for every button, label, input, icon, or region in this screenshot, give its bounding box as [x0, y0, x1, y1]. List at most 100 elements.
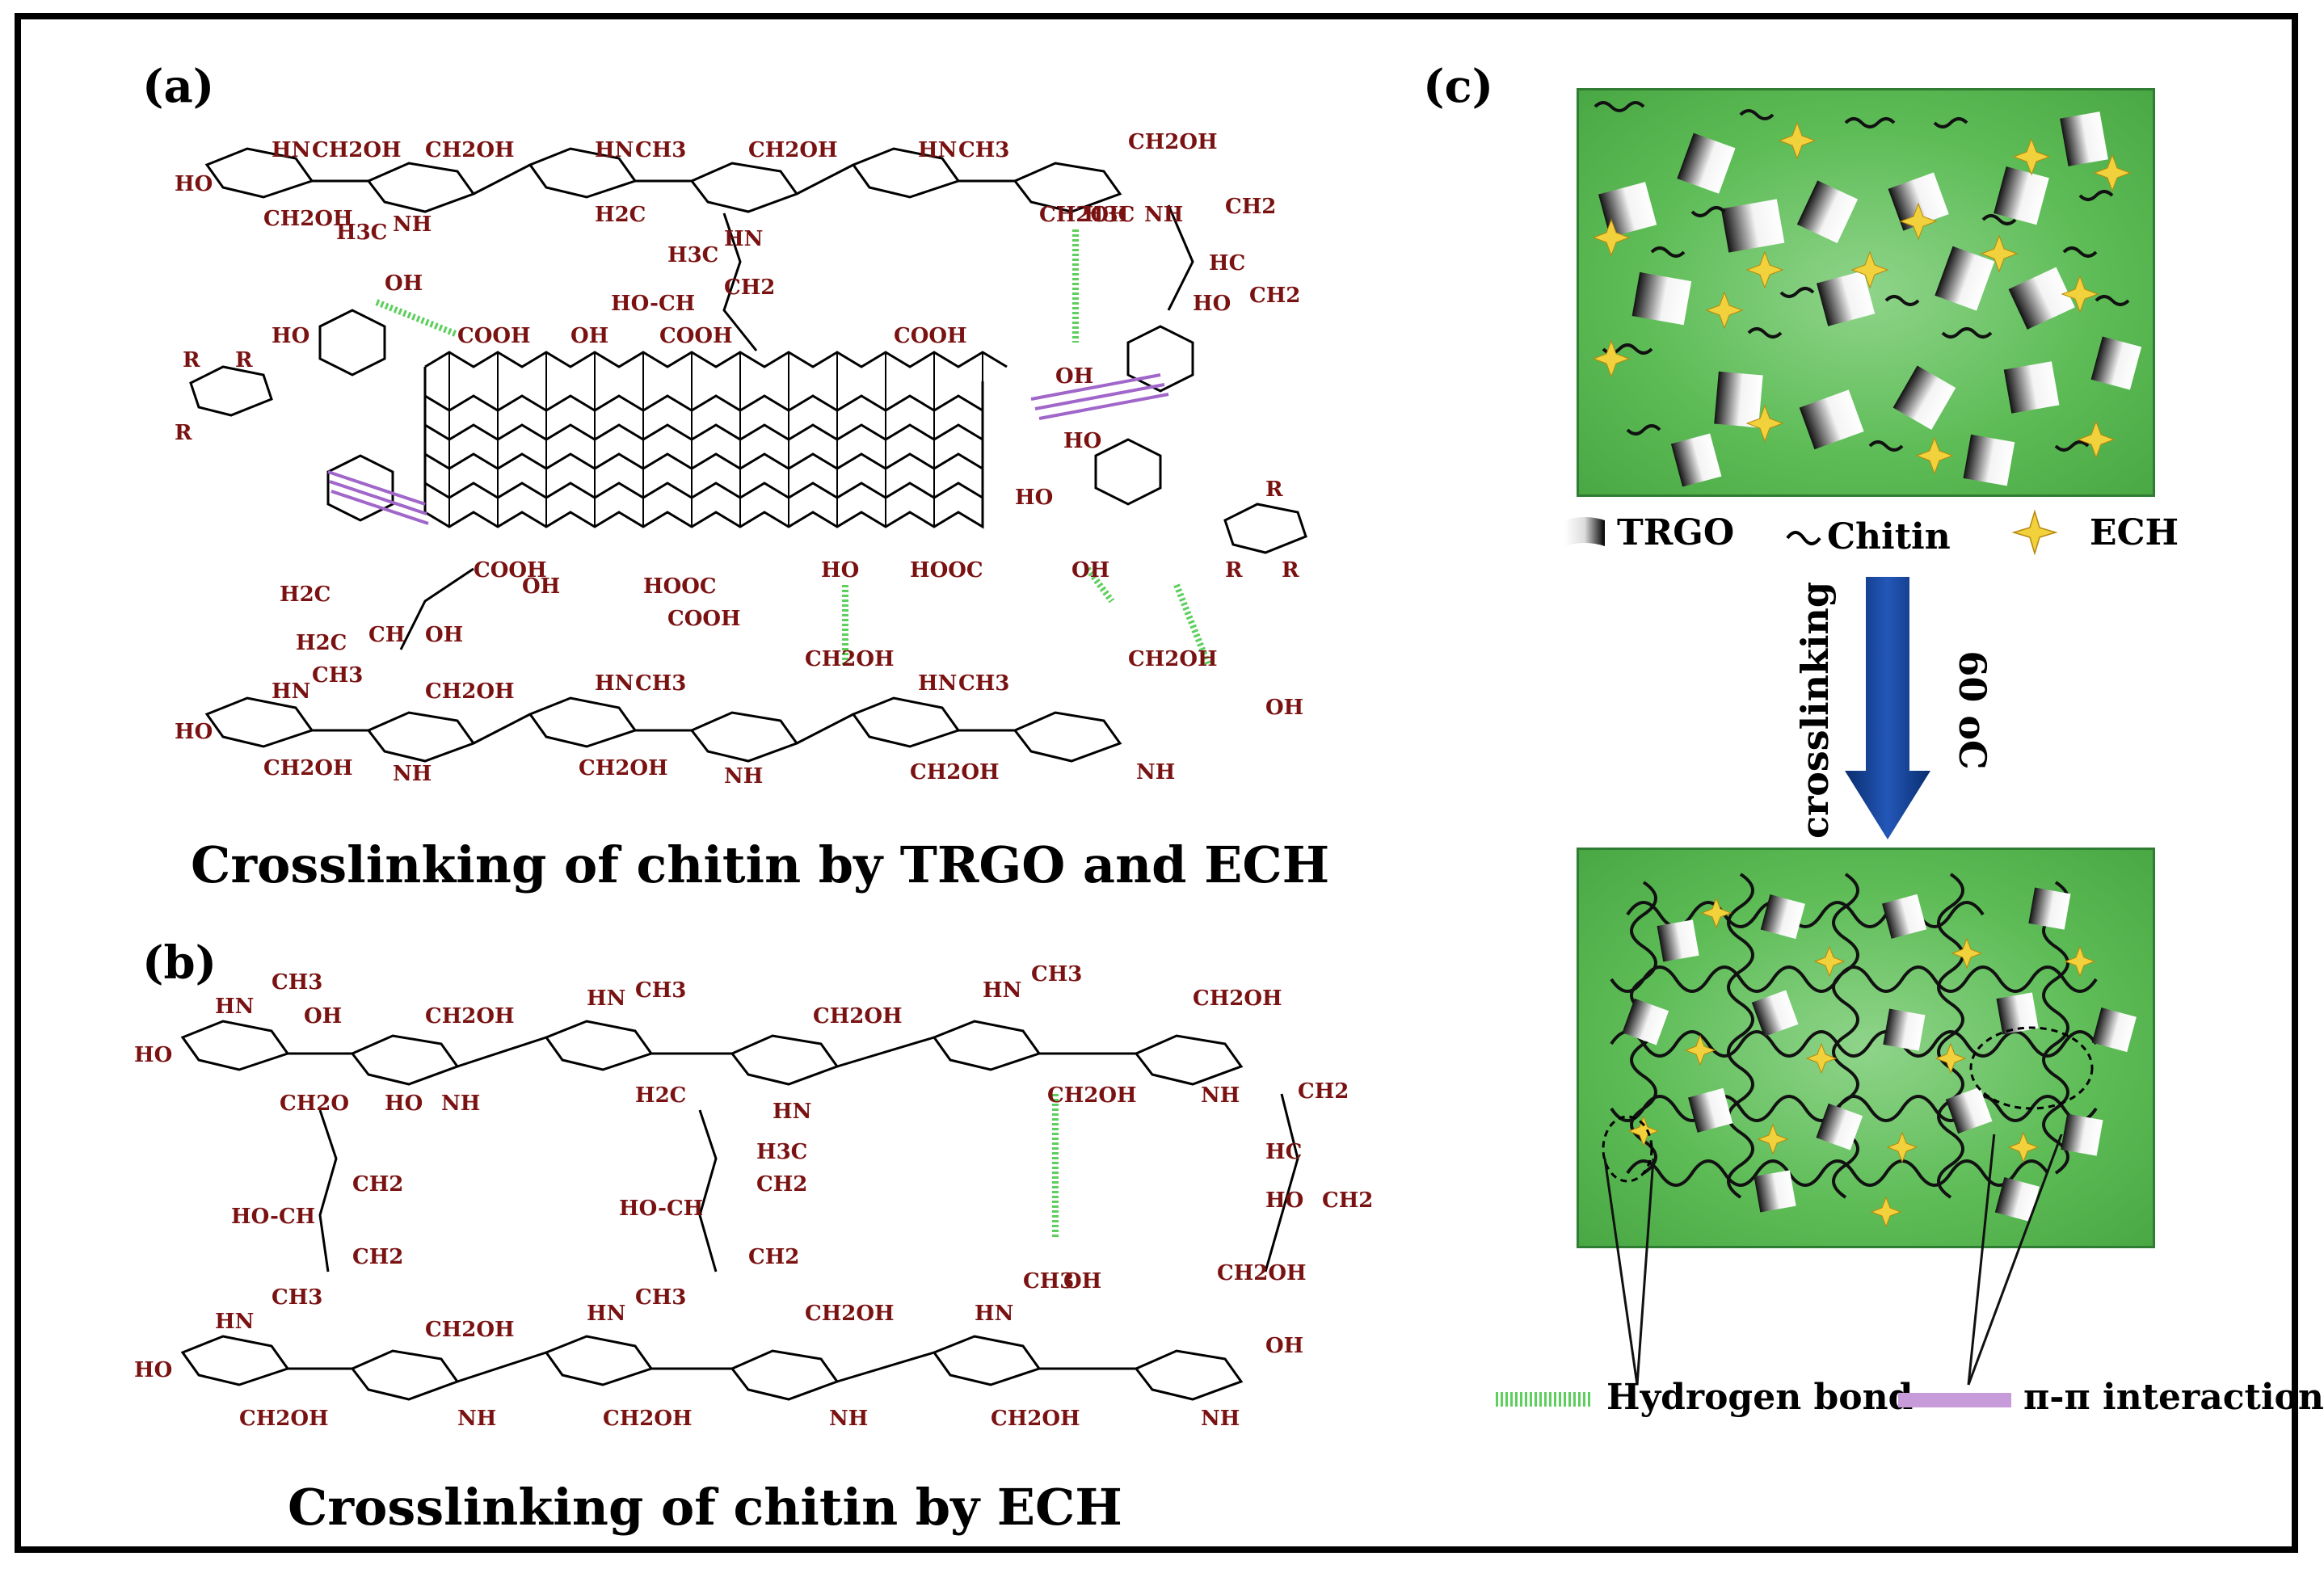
chem-label: H3C [756, 1140, 807, 1164]
chem-label: COOH [659, 324, 733, 348]
chem-label: HOOC [643, 574, 717, 599]
dispersed-state-illustration [1592, 101, 2142, 487]
chem-label: OH [385, 271, 423, 296]
chem-label: CH3 [635, 138, 686, 162]
chem-label: NH [441, 1092, 480, 1116]
chem-label: HO [134, 1358, 172, 1382]
chitin-legend-icon [1786, 531, 1821, 545]
figure-frame: (a) (b) (c) [15, 13, 2324, 1553]
legend-pointer-lines [1603, 1134, 2063, 1386]
ring-top-4 [689, 162, 799, 213]
chem-label: H2C [595, 203, 646, 227]
chem-label: HO [134, 1043, 172, 1067]
chem-label: CH2OH [1128, 130, 1218, 154]
chem-label: OH [1055, 364, 1093, 389]
chem-label: CH2OH [1217, 1261, 1307, 1285]
chem-label: HN [595, 138, 634, 162]
chem-label: R [1265, 477, 1283, 502]
chem-label: HO [272, 324, 309, 348]
chem-label: CH2OH [579, 756, 668, 780]
chem-label: OH [1265, 696, 1303, 720]
pipi-highlight-circle [1969, 1026, 2094, 1110]
chem-label: HN [918, 671, 957, 696]
chem-label: HOOC [910, 558, 983, 583]
ring-bottom-6 [1013, 711, 1122, 763]
chem-label: NH [393, 212, 432, 237]
crosslinking-label: crosslinking [1793, 581, 1837, 839]
chem-label: CH2 [748, 1245, 799, 1269]
ech-stars [1592, 121, 2132, 475]
chem-label: H3C [1084, 203, 1135, 227]
chem-label: OH [522, 574, 560, 599]
chem-label: COOH [667, 607, 741, 631]
chem-label: CH2O [280, 1092, 349, 1116]
chem-label: CH2 [1298, 1079, 1349, 1104]
chem-label: CH2OH [425, 1004, 515, 1028]
chem-label: OH [1071, 558, 1109, 583]
chem-label: HC [1265, 1140, 1302, 1164]
chem-label: NH [1201, 1083, 1240, 1108]
network-trgo-flakes [1622, 887, 2137, 1222]
chem-label: OH [425, 623, 463, 647]
trgo-legend-label: TRGO [1617, 512, 1735, 553]
chem-label: NH [1201, 1407, 1240, 1431]
chem-label: CH2OH [1047, 1083, 1137, 1108]
chem-label: R [183, 348, 200, 372]
temperature-label: 60 oC [1951, 650, 1994, 770]
trgo-flakes [1598, 111, 2142, 487]
down-arrow-icon [1845, 577, 1930, 839]
chem-label: CH2OH [263, 207, 353, 231]
chem-label: HN [587, 1302, 625, 1326]
chem-label: CH2OH [1128, 647, 1218, 671]
chem-label: HN [272, 679, 310, 704]
chem-label: H2C [280, 583, 330, 607]
chem-label: HO [1015, 486, 1053, 510]
panel-a-label: (a) [142, 60, 215, 113]
chem-label: CH2OH [805, 647, 895, 671]
panel-a-caption: Crosslinking of chitin by TRGO and ECH [191, 835, 1330, 894]
chem-label: CH2OH [425, 1318, 515, 1342]
chem-label: NH [1144, 203, 1183, 227]
pi-pi-interactions [327, 373, 1169, 525]
network-ech-stars [1627, 897, 2096, 1228]
chem-label: CH2OH [603, 1407, 693, 1431]
panel-b-structure: HO HN CH3 OH CH2O CH2OH HO NH HN CH3 H2C… [134, 962, 1373, 1431]
chem-label: CH2 [724, 276, 775, 300]
chem-label: HN [975, 1302, 1013, 1326]
chem-label: CH2 [1249, 284, 1300, 308]
chem-label: OH [1063, 1269, 1101, 1293]
chem-label: R [175, 421, 192, 445]
chem-label: HN [724, 227, 763, 251]
chem-label: CH2OH [1039, 203, 1129, 227]
chem-label: CH3 [635, 671, 686, 696]
chitin-chains [1594, 101, 2130, 452]
ring-top-2 [366, 162, 476, 213]
chem-label: CH2OH [263, 756, 353, 780]
network-chitin-chains [1610, 873, 2098, 1199]
chem-label: HO-CH [619, 1197, 703, 1221]
hydrogen-bonds [375, 229, 1212, 667]
chem-label: HO [1063, 429, 1101, 453]
chem-label: HC [1209, 251, 1245, 276]
chem-label: COOH [894, 324, 967, 348]
chem-label: HN [918, 138, 957, 162]
chem-label: HO [1193, 292, 1231, 316]
panel-c-label: (c) [1423, 60, 1494, 113]
chem-label: CH2OH [910, 760, 1000, 784]
chem-label: OH [1265, 1334, 1303, 1358]
chem-label: CH2OH [1193, 986, 1282, 1011]
chem-label: HN [983, 978, 1021, 1003]
hydrogen-bond-legend-label: Hydrogen bond [1606, 1377, 1914, 1418]
chem-label: NH [724, 764, 763, 789]
chem-label: CH3 [272, 970, 322, 995]
chem-label: CH3 [635, 1285, 686, 1310]
chem-label: OH [304, 1004, 342, 1028]
panel-b-caption: Crosslinking of chitin by ECH [288, 1478, 1122, 1537]
hbond-highlight-circle [1602, 1115, 1653, 1183]
chitin-legend-label: Chitin [1827, 516, 1951, 557]
chem-label: CH3 [1031, 962, 1082, 986]
ring-bottom-3 [528, 696, 638, 748]
chem-label: CH2 [352, 1245, 403, 1269]
chem-label: NH [457, 1407, 496, 1431]
panel-b-label: (b) [142, 936, 217, 990]
